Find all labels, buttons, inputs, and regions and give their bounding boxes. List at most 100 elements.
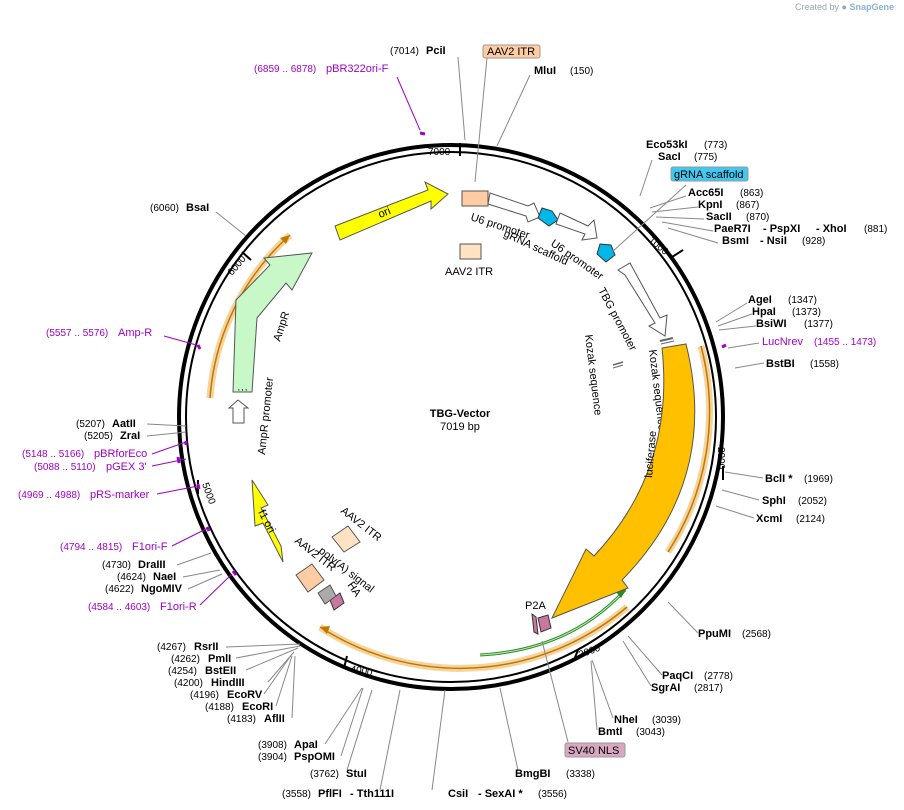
aav2-itr-tag-label: AAV2 ITR xyxy=(487,46,535,58)
zrai-name: ZraI xyxy=(120,430,140,442)
kozak-1-label: Kozak sequence xyxy=(582,334,604,416)
primer-mark-pgex xyxy=(176,456,181,464)
p2a-label: P2A xyxy=(525,600,546,612)
aav2-itr-bottom-2-box xyxy=(331,525,361,553)
leader-sacii xyxy=(655,216,705,220)
pbr322ori-range: (6859 .. 6878) xyxy=(254,64,316,75)
leader-ngomiv xyxy=(187,573,223,590)
credit-prefix: Created by xyxy=(794,2,840,12)
kpni-name: KpnI xyxy=(698,199,722,211)
bsai-name: BsaI xyxy=(186,202,209,214)
leader-aav2-top xyxy=(474,57,488,183)
plasmid-name: TBG-Vector xyxy=(430,408,491,420)
ngomiv-name: NgoMIV xyxy=(141,583,183,595)
sphi-pos: (2052) xyxy=(798,496,827,507)
leader-kpni xyxy=(651,206,699,213)
apai-pos: (3908) xyxy=(258,740,287,751)
aav2-itr-inner-label: AAV2 ITR xyxy=(445,266,493,278)
leader-eco53ki xyxy=(639,159,653,197)
ecorv-name: EcoRV xyxy=(227,689,263,701)
snapgene-logo-icon: ● xyxy=(841,2,847,12)
bsiwi-pos: (1377) xyxy=(804,319,833,330)
leader-ampr-primer xyxy=(163,335,201,347)
primer-mark-prs xyxy=(196,483,201,490)
ecori-pos: (4188) xyxy=(205,702,234,713)
grna-scaffold-1-arrow xyxy=(537,207,559,227)
leader-pspomi xyxy=(340,687,364,757)
leader-pbr322ori xyxy=(396,76,421,131)
leader-hpai xyxy=(717,313,753,327)
aatii-pos: (5207) xyxy=(76,419,105,430)
kozak-1-mark xyxy=(612,361,624,366)
kozak-1-mark-b xyxy=(612,364,624,369)
primer-mark-pbr322ori xyxy=(419,131,426,136)
pspomi-name: PspOMI xyxy=(294,751,335,763)
leader-pgex xyxy=(151,458,187,467)
leader-f1ori-r xyxy=(199,573,233,606)
ampr-dots: ··· xyxy=(237,384,248,396)
p2a-mark xyxy=(531,612,539,635)
leader-aflii xyxy=(291,655,296,719)
primer-leader-lines xyxy=(151,76,421,606)
sacii-pos: (870) xyxy=(746,212,769,223)
stui-pos: (3762) xyxy=(310,769,339,780)
leader-bsmi xyxy=(667,227,719,244)
leader-rsrii xyxy=(225,643,301,648)
ecori-name: EcoRI xyxy=(242,701,273,713)
leader-bcli xyxy=(724,471,764,479)
bsai-pos: (6060) xyxy=(150,203,179,214)
ampr-promoter-label: AmpR promoter xyxy=(256,377,276,456)
sexai-name: - SexAI * xyxy=(478,788,523,800)
primer-marks xyxy=(176,131,727,576)
pgex-range: (5088 .. 5110) xyxy=(34,462,96,473)
apai-name: ApaI xyxy=(294,739,318,751)
left-arc-arrowhead xyxy=(280,235,290,244)
backbone-inner xyxy=(185,151,717,683)
prs-name: pRS-marker xyxy=(90,489,150,501)
aav2-itr-inner-box xyxy=(459,243,482,260)
sv40-nls-tag xyxy=(564,742,626,758)
csii-name: CsiI xyxy=(448,788,468,800)
ampr-primer-range: (5557 .. 5576) xyxy=(46,328,108,339)
pmli-name: PmlI xyxy=(208,653,231,665)
mlui-pos: (150) xyxy=(570,66,593,77)
leader-prs xyxy=(156,485,199,495)
pbr322ori-name: pBR322ori-F xyxy=(326,63,389,75)
aav2-itr-bottom-1-box xyxy=(295,563,325,593)
leader-draiii xyxy=(176,552,212,566)
leader-lucnrev xyxy=(727,342,760,349)
acc65i-pos: (863) xyxy=(740,188,763,199)
ori-label: ori xyxy=(377,205,393,221)
leader-f1ori-f xyxy=(171,527,209,547)
pflfi-name: PflFI xyxy=(318,788,342,800)
pcii-name: PciI xyxy=(426,45,446,57)
tick-4000: 4000 xyxy=(349,664,373,679)
leader-pflfi xyxy=(379,689,401,791)
leader-bstbi xyxy=(734,362,765,369)
aflii-name: AflII xyxy=(264,713,285,725)
tbg-promoter-arrow xyxy=(617,262,668,337)
f1ori-r-range: (4584 .. 4603) xyxy=(88,602,150,613)
leader-xhoi xyxy=(661,221,714,232)
aflii-pos: (4183) xyxy=(227,714,256,725)
rsrii-name: RsrII xyxy=(194,641,218,653)
ngomiv-pos: (4622) xyxy=(105,584,134,595)
pspomi-pos: (3904) xyxy=(258,752,287,763)
polya-mark xyxy=(317,584,337,605)
sacii-name: SacII xyxy=(706,211,732,223)
snapgene-credit: Created by ● SnapGene xyxy=(795,2,894,12)
xcmi-pos: (2124) xyxy=(796,514,825,525)
sv40-nls-mark xyxy=(537,614,552,633)
f1-ori-arrow xyxy=(251,479,284,563)
kozak-2-mark xyxy=(659,337,674,342)
saci-pos: (775) xyxy=(694,152,717,163)
pbrforeco-name: pBRforEco xyxy=(94,448,147,460)
bstbi-name: BstBI xyxy=(766,358,795,370)
leader-ecorv xyxy=(263,653,293,695)
grna-scaffold-2-arrow xyxy=(596,243,616,263)
tick-2000: 2000 xyxy=(715,447,726,470)
leader-apai xyxy=(324,687,363,745)
f1ori-f-name: F1ori-F xyxy=(132,541,168,553)
ampr-promoter-arrow xyxy=(227,399,250,424)
